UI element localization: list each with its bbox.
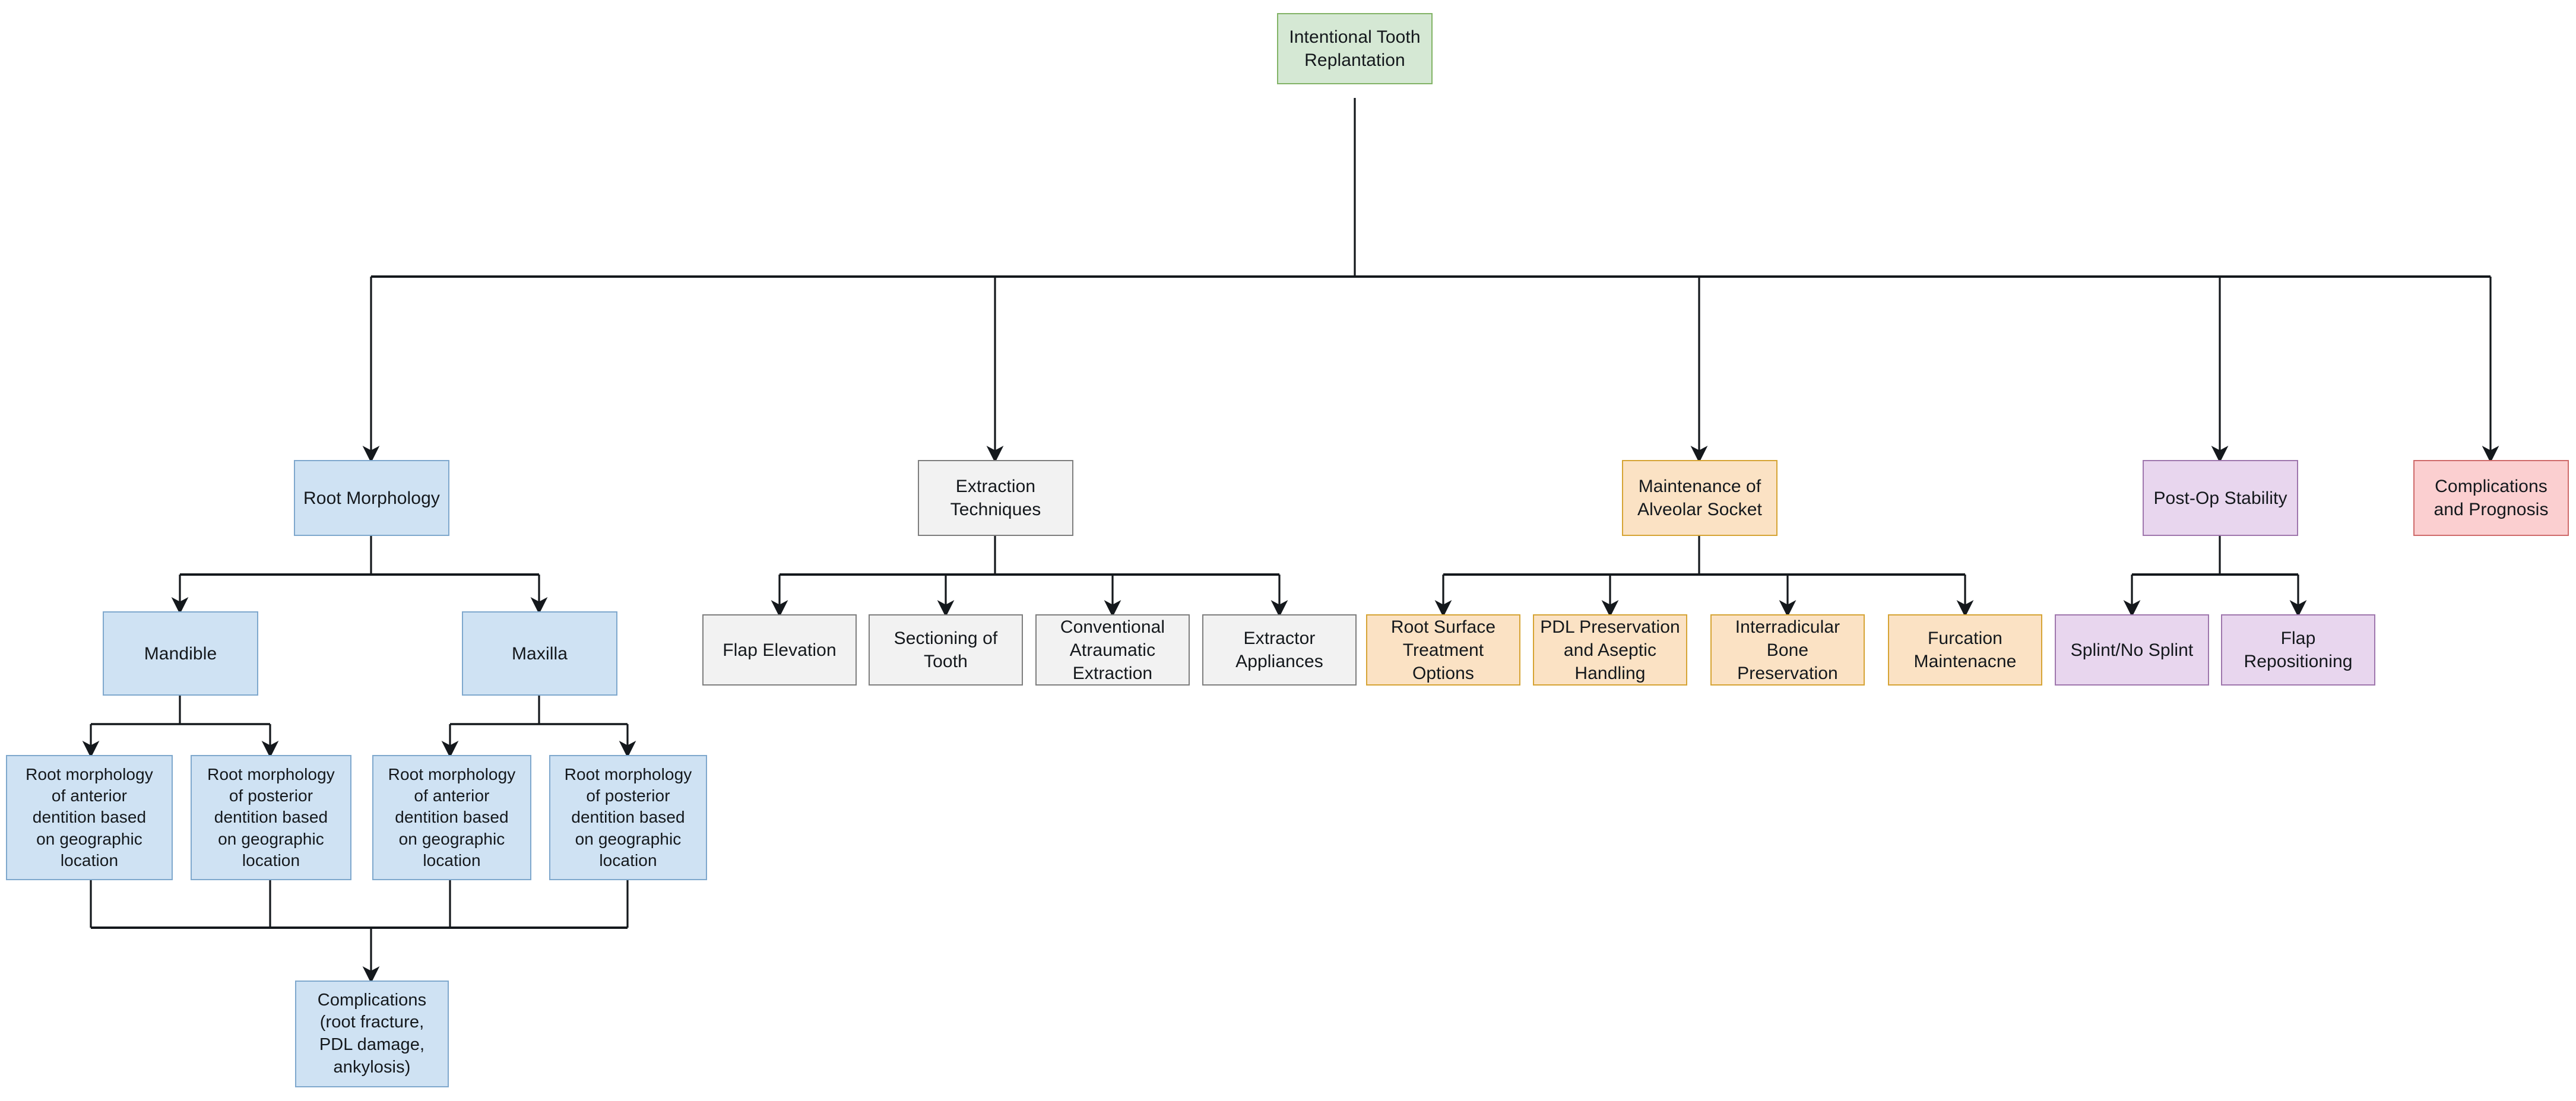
node-root-morphology[interactable]: Root Morphology [294,460,449,536]
node-furcation-maintenance[interactable]: Furcation Maintenacne [1888,614,2042,686]
node-pdl-preservation-and-aseptic-handling[interactable]: PDL Preservation and Aseptic Handling [1533,614,1687,686]
node-post-op-stability[interactable]: Post-Op Stability [2143,460,2298,536]
node-maintenance-of-alveolar-socket[interactable]: Maintenance of Alveolar Socket [1622,460,1777,536]
node-mandible-anterior-root-morphology[interactable]: Root morphology of anterior dentition ba… [6,755,173,880]
node-sectioning-of-tooth[interactable]: Sectioning of Tooth [869,614,1023,686]
node-root-surface-treatment-options[interactable]: Root Surface Treatment Options [1366,614,1520,686]
node-intentional-tooth-replantation[interactable]: Intentional Tooth Replantation [1277,13,1433,84]
node-splint-no-splint[interactable]: Splint/No Splint [2055,614,2209,686]
node-complications-root-fracture-pdl-damage-ankylosis[interactable]: Complications (root fracture, PDL damage… [295,981,449,1087]
node-conventional-atraumatic-extraction[interactable]: Conventional Atraumatic Extraction [1035,614,1190,686]
node-mandible-posterior-root-morphology[interactable]: Root morphology of posterior dentition b… [191,755,351,880]
node-extraction-techniques[interactable]: Extraction Techniques [918,460,1073,536]
node-flap-repositioning[interactable]: Flap Repositioning [2221,614,2375,686]
node-maxilla[interactable]: Maxilla [462,611,617,696]
node-maxilla-posterior-root-morphology[interactable]: Root morphology of posterior dentition b… [549,755,707,880]
node-maxilla-anterior-root-morphology[interactable]: Root morphology of anterior dentition ba… [372,755,531,880]
node-extractor-appliances[interactable]: Extractor Appliances [1202,614,1357,686]
node-interradicular-bone-preservation[interactable]: Interradicular Bone Preservation [1710,614,1865,686]
node-complications-and-prognosis[interactable]: Complications and Prognosis [2413,460,2569,536]
node-flap-elevation[interactable]: Flap Elevation [702,614,857,686]
node-mandible[interactable]: Mandible [103,611,258,696]
